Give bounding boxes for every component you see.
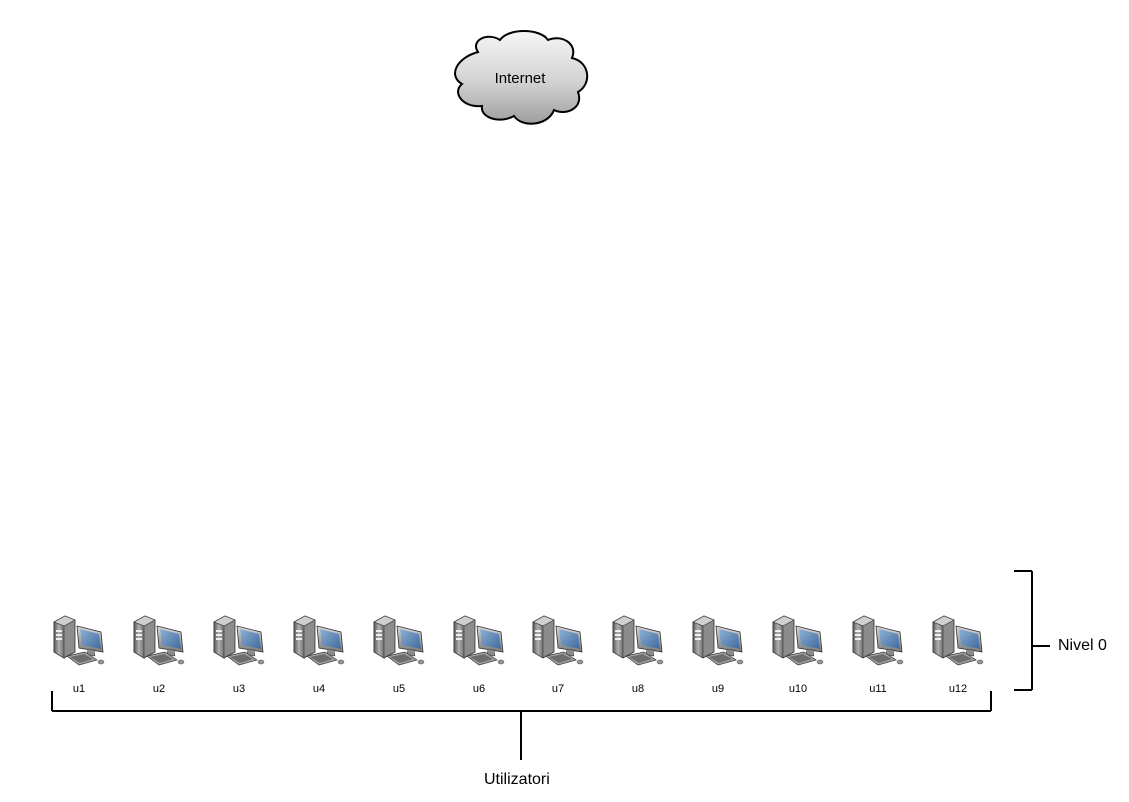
desktop-computer-icon <box>51 612 111 668</box>
computer-label: u5 <box>392 683 406 695</box>
users-group-label: Utilizatori <box>484 771 550 788</box>
computer-label: u8 <box>631 683 645 695</box>
internet-cloud <box>454 30 588 125</box>
desktop-computer-icon <box>690 612 750 668</box>
computer-label: u2 <box>152 683 166 695</box>
users-bracket <box>51 691 992 760</box>
computer-label: u11 <box>869 683 887 695</box>
desktop-computer-icon <box>850 612 910 668</box>
internet-label: Internet <box>494 70 546 87</box>
cloud-icon <box>454 30 588 125</box>
desktop-computer-icon <box>451 612 511 668</box>
desktop-computer-icon <box>131 612 191 668</box>
desktop-computer-icon <box>211 612 271 668</box>
computer-label: u3 <box>232 683 246 695</box>
computer-label: u1 <box>72 683 86 695</box>
level-label: Nivel 0 <box>1058 637 1107 654</box>
desktop-computer-icon <box>770 612 830 668</box>
desktop-computer-icon <box>530 612 590 668</box>
computer-label: u10 <box>788 683 808 695</box>
computer-label: u4 <box>312 683 326 695</box>
desktop-computer-icon <box>371 612 431 668</box>
level-bracket <box>1014 570 1050 691</box>
computer-label: u6 <box>472 683 486 695</box>
desktop-computer-icon <box>930 612 990 668</box>
desktop-computer-icon <box>291 612 351 668</box>
computer-label: u12 <box>948 683 968 695</box>
desktop-computer-icon <box>610 612 670 668</box>
computer-label: u7 <box>551 683 565 695</box>
computer-label: u9 <box>711 683 725 695</box>
